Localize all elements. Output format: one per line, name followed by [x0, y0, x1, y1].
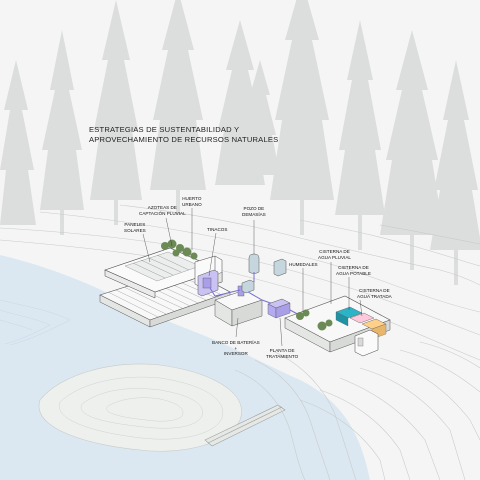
label-tinacos: TINACOS	[207, 227, 228, 232]
label-banco-baterias: BANCO DE BATERÍAS + INVERSOR	[212, 340, 260, 357]
rooftop-greenery	[161, 239, 198, 260]
battery-room	[214, 285, 263, 327]
label-azoteas-captacion: AZOTEAS DE CAPTACIÓN PLUVIAL	[139, 205, 186, 216]
forest-silhouette	[0, 0, 480, 285]
treatment-plant	[267, 298, 291, 319]
label-pozo-demasias: POZO DE DEMASÍAS	[242, 206, 266, 217]
terrain-contours	[0, 204, 480, 480]
label-cisterna-potable: CISTERNA DE AGUA POTABLE	[336, 265, 371, 276]
label-cisterna-tratada: CISTERNA DE AGUA TRATADA	[357, 288, 392, 299]
title-line-1: ESTRATEGIAS DE SUSTENTABILIDAD Y	[89, 125, 240, 134]
main-building	[99, 239, 231, 328]
label-huerto-urbano: HUERTO URBANO	[182, 196, 202, 207]
cistern-potable-fill	[349, 312, 375, 324]
diagram-title: ESTRATEGIAS DE SUSTENTABILIDAD Y APROVEC…	[89, 125, 278, 145]
solar-panels	[124, 251, 201, 282]
river-shore-contours	[0, 299, 71, 346]
island	[38, 363, 242, 452]
label-paneles-solares: PANELES SOLARES	[124, 222, 146, 233]
wetland-cistern-building	[284, 295, 391, 357]
pedestrian-bridge	[204, 404, 286, 447]
leader-lines	[142, 208, 363, 347]
island-contours	[59, 376, 224, 440]
water-tanks	[197, 253, 287, 297]
label-humedales: HUMEDALES	[289, 262, 318, 267]
wetland-greenery	[296, 309, 333, 331]
label-cisterna-pluvial: CISTERNA DE AGUA PLUVIAL	[318, 249, 351, 260]
title-line-2: APROVECHAMIENTO DE RECURSOS NATURALES	[89, 135, 279, 144]
label-planta-tratamiento: PLANTA DE TRATAMIENTO	[266, 348, 299, 359]
